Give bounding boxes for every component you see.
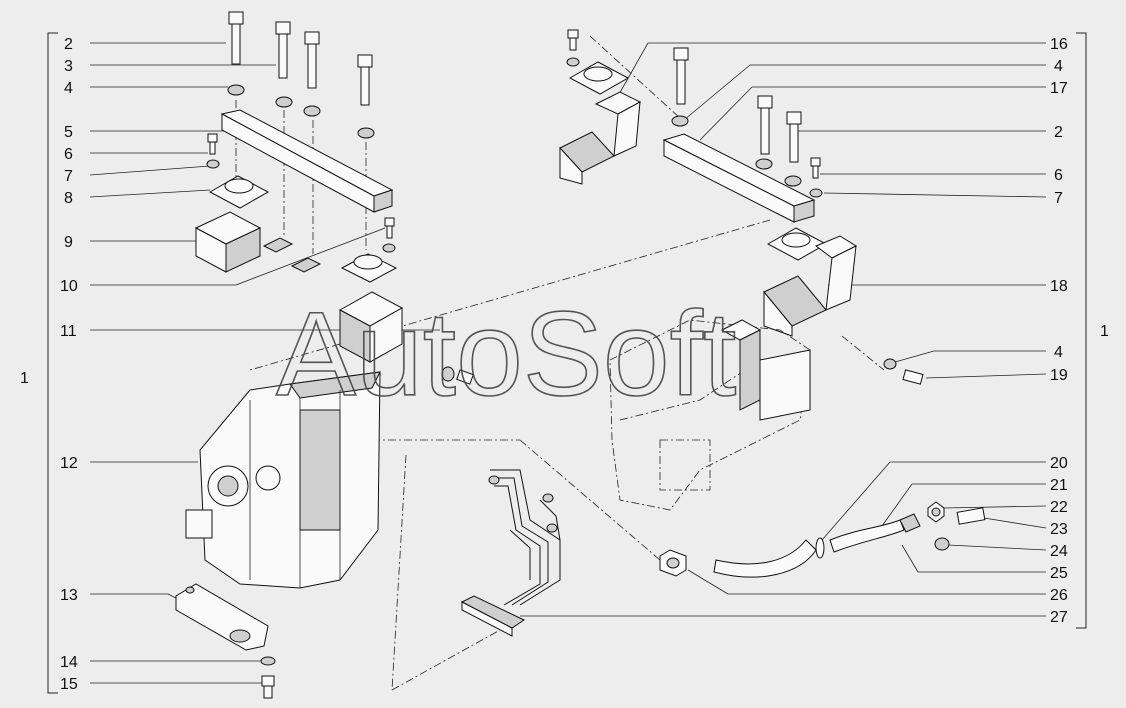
right-top-bracket (559, 91, 642, 185)
bolt-icon (956, 507, 986, 525)
bolt-icon (902, 369, 924, 385)
right-rubber-mount (766, 227, 828, 261)
callout-27: 27 (1050, 609, 1068, 626)
callout-2: 2 (64, 36, 73, 53)
right-callout-labels: 16 4 17 2 6 7 18 4 19 20 21 22 23 24 25 … (1050, 36, 1068, 626)
hydraulic-pipes (460, 469, 561, 637)
washer-icon (755, 158, 773, 170)
callout-5: 5 (64, 124, 73, 141)
callout-11: 11 (60, 323, 77, 340)
left-group-label: 1 (20, 370, 29, 387)
callout-13: 13 (60, 587, 78, 604)
left-callout-labels: 2 3 4 5 6 7 8 9 10 11 12 13 14 15 (60, 36, 78, 693)
washer-icon (934, 537, 950, 551)
right-small-bolt (566, 29, 580, 67)
callout-22: 22 (1050, 499, 1068, 516)
washer-icon (260, 656, 276, 666)
pipe (829, 513, 921, 553)
callout-17: 17 (1050, 80, 1068, 97)
hose-fitting (659, 549, 687, 577)
banjo-nut (927, 501, 945, 523)
callout-16: 16 (1050, 36, 1068, 53)
right-bolts (755, 95, 823, 198)
callout-10: 10 (60, 278, 78, 295)
washer-icon (671, 115, 689, 127)
right-top-rubber-mount (568, 61, 630, 95)
bolt-icon (384, 217, 395, 239)
bolt-icon (304, 31, 320, 89)
left-bolts (206, 11, 396, 253)
right-side-rubber-mount (340, 253, 398, 283)
bolt-icon (810, 157, 821, 179)
left-crossbeam (220, 109, 394, 213)
callout-14: 14 (60, 654, 78, 671)
hose (713, 539, 817, 578)
washer-icon (227, 84, 245, 96)
bolt-icon (207, 133, 218, 155)
watermark-text: AutoSoft (276, 287, 736, 421)
washer-icon (382, 243, 396, 253)
callout-2-right: 2 (1054, 124, 1063, 141)
gearbox-housing (185, 371, 381, 589)
spacer-plates (262, 237, 322, 273)
callout-15: 15 (60, 676, 78, 693)
callout-7: 7 (64, 168, 73, 185)
callout-4-right-bottom: 4 (1054, 344, 1063, 361)
bolt-icon (275, 21, 291, 79)
washer-icon (275, 96, 293, 108)
callout-4: 4 (64, 80, 73, 97)
left-group-bracket (47, 32, 58, 694)
chassis-frame (609, 319, 811, 511)
left-bracket (194, 211, 262, 273)
right-leader-lines (520, 42, 1047, 617)
washer-icon (809, 188, 823, 198)
washer-icon (357, 127, 375, 139)
callout-8: 8 (64, 190, 73, 207)
callout-9: 9 (64, 234, 73, 251)
hose-clamp (815, 537, 825, 559)
callout-3: 3 (64, 58, 73, 75)
callout-6-right: 6 (1054, 167, 1063, 184)
bolt-icon (357, 54, 373, 106)
bolt-icon (673, 47, 689, 105)
callout-19: 19 (1050, 367, 1068, 384)
callout-21: 21 (1050, 477, 1068, 494)
callout-26: 26 (1050, 587, 1068, 604)
right-group-bracket (1076, 32, 1087, 629)
side-bracket (338, 291, 404, 363)
callout-6: 6 (64, 146, 73, 163)
callout-23: 23 (1050, 521, 1068, 538)
callout-12: 12 (60, 455, 78, 472)
washer-icon (883, 358, 897, 370)
left-rubber-mount (208, 175, 270, 209)
guard-plate (175, 583, 269, 651)
callout-7-right: 7 (1054, 190, 1063, 207)
right-group-label: 1 (1100, 323, 1109, 340)
washer-icon (784, 175, 802, 187)
left-mount-bolt (441, 366, 474, 385)
assembly-guide-lines (235, 35, 885, 691)
bolt-icon (757, 95, 773, 155)
bolt-icon (228, 11, 244, 65)
washer-icon (303, 105, 321, 117)
bolt-icon (261, 675, 275, 699)
callout-18: 18 (1050, 278, 1068, 295)
callout-20: 20 (1050, 455, 1068, 472)
right-bracket (763, 235, 858, 337)
callout-4-right-top: 4 (1054, 58, 1063, 75)
washer-icon (206, 159, 220, 169)
callout-24: 24 (1050, 543, 1068, 560)
right-crossbeam (662, 133, 816, 223)
bolt-icon (786, 111, 802, 163)
callout-25: 25 (1050, 565, 1068, 582)
